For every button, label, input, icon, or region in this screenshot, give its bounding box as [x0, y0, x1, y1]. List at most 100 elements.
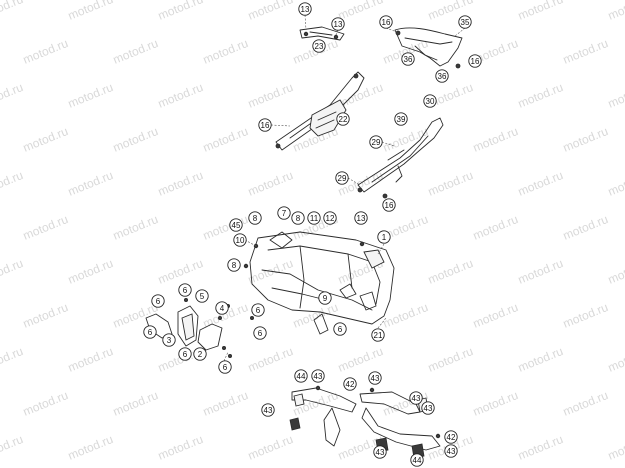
part-callout: 42	[444, 430, 458, 444]
callout-number: 8	[296, 214, 301, 223]
callout-number: 36	[438, 72, 447, 81]
part-callout: 6	[151, 294, 165, 308]
watermark-text: motod.ru	[66, 168, 115, 199]
part-callout: 1	[377, 230, 391, 244]
callout-number: 43	[424, 404, 433, 413]
part-callout: 43	[444, 444, 458, 458]
callout-number: 13	[357, 214, 366, 223]
watermark-text: motod.ru	[66, 432, 115, 463]
part-callout: 35	[458, 15, 472, 29]
callout-circle	[312, 39, 326, 53]
watermark-text: motod.ru	[21, 36, 70, 67]
watermark-text: motod.ru	[561, 300, 610, 331]
callout-number: 3	[167, 336, 172, 345]
callout-number: 6	[183, 286, 188, 295]
watermark-text: motod.ru	[0, 0, 25, 23]
callout-number: 7	[282, 209, 287, 218]
callout-circle	[151, 294, 165, 308]
watermark-text: motod.ru	[66, 0, 115, 23]
part-callout: 6	[218, 360, 232, 374]
watermark-text: motod.ru	[156, 168, 205, 199]
callout-number: 10	[236, 236, 245, 245]
callout-number: 1	[382, 233, 387, 242]
callout-number: 11	[310, 214, 319, 223]
watermark-text: motod.ru	[246, 168, 295, 199]
part-callout: 8	[227, 258, 241, 272]
watermark-text: motod.ru	[0, 168, 25, 199]
callout-circle	[458, 15, 472, 29]
part-main-frame	[243, 231, 395, 335]
callout-circle	[377, 230, 391, 244]
callout-circle	[335, 171, 349, 185]
part-callout: 13	[298, 2, 312, 16]
callout-circle	[373, 445, 387, 459]
watermark-text: motod.ru	[516, 168, 565, 199]
part-callout: 36	[435, 69, 449, 83]
part-callout: 29	[335, 171, 349, 185]
watermark-text: motod.ru	[336, 344, 385, 375]
callout-number: 6	[223, 363, 228, 372]
part-callout: 13	[354, 211, 368, 225]
callout-number: 16	[385, 201, 394, 210]
callout-circle	[193, 347, 207, 361]
callout-number: 12	[326, 214, 335, 223]
part-callout: 8	[291, 211, 305, 225]
callout-number: 29	[338, 174, 347, 183]
part-callout: 43	[261, 403, 275, 417]
part-callout: 6	[253, 326, 267, 340]
part-callout: 6	[333, 322, 347, 336]
callout-number: 43	[412, 394, 421, 403]
part-callout: 10	[233, 233, 247, 247]
part-top-bracket	[299, 14, 345, 41]
watermark-text: motod.ru	[111, 212, 160, 243]
callout-number: 2	[198, 350, 203, 359]
part-callout: 43	[373, 445, 387, 459]
watermark-text: motod.ru	[516, 80, 565, 111]
callout-number: 6	[148, 328, 153, 337]
callout-number: 16	[382, 18, 391, 27]
callout-number: 30	[426, 97, 435, 106]
watermark-text: motod.ru	[0, 256, 25, 287]
callout-number: 44	[297, 372, 306, 381]
callout-number: 42	[346, 380, 355, 389]
watermark-text: motod.ru	[516, 0, 565, 23]
watermark-text: motod.ru	[21, 124, 70, 155]
callout-circle	[331, 17, 345, 31]
watermark-text: motod.ru	[426, 168, 475, 199]
callout-circle	[162, 333, 176, 347]
watermark-text: motod.ru	[246, 80, 295, 111]
watermark-text: motod.ru	[471, 212, 520, 243]
callout-circle	[435, 69, 449, 83]
watermark-text: motod.ru	[0, 344, 25, 375]
watermark-text: motod.ru	[606, 344, 625, 375]
part-callout: 16	[258, 118, 272, 132]
callout-circle	[248, 211, 262, 225]
callout-circle	[218, 360, 232, 374]
watermark-text: motod.ru	[336, 0, 385, 23]
part-callout: 23	[312, 39, 326, 53]
callout-circle	[258, 118, 272, 132]
callout-circle	[368, 371, 382, 385]
callout-circle	[409, 391, 423, 405]
callout-number: 29	[372, 138, 381, 147]
callout-number: 6	[258, 329, 263, 338]
callout-circle	[333, 322, 347, 336]
watermark-text: motod.ru	[111, 124, 160, 155]
part-callout: 11	[307, 211, 321, 225]
callout-circle	[444, 430, 458, 444]
callout-circle	[294, 369, 308, 383]
part-left-rail	[270, 71, 365, 151]
callout-number: 16	[261, 121, 270, 130]
part-callout: 43	[409, 391, 423, 405]
callout-circle	[298, 2, 312, 16]
watermark-text: motod.ru	[291, 300, 340, 331]
callout-number: 45	[232, 221, 241, 230]
callout-circle	[143, 325, 157, 339]
callout-number: 43	[376, 448, 385, 457]
part-callout: 21	[371, 328, 385, 342]
callout-circle	[394, 112, 408, 126]
part-callout: 16	[468, 54, 482, 68]
part-callout: 16	[382, 198, 396, 212]
callout-circle	[323, 211, 337, 225]
watermark-text: motod.ru	[561, 36, 610, 67]
